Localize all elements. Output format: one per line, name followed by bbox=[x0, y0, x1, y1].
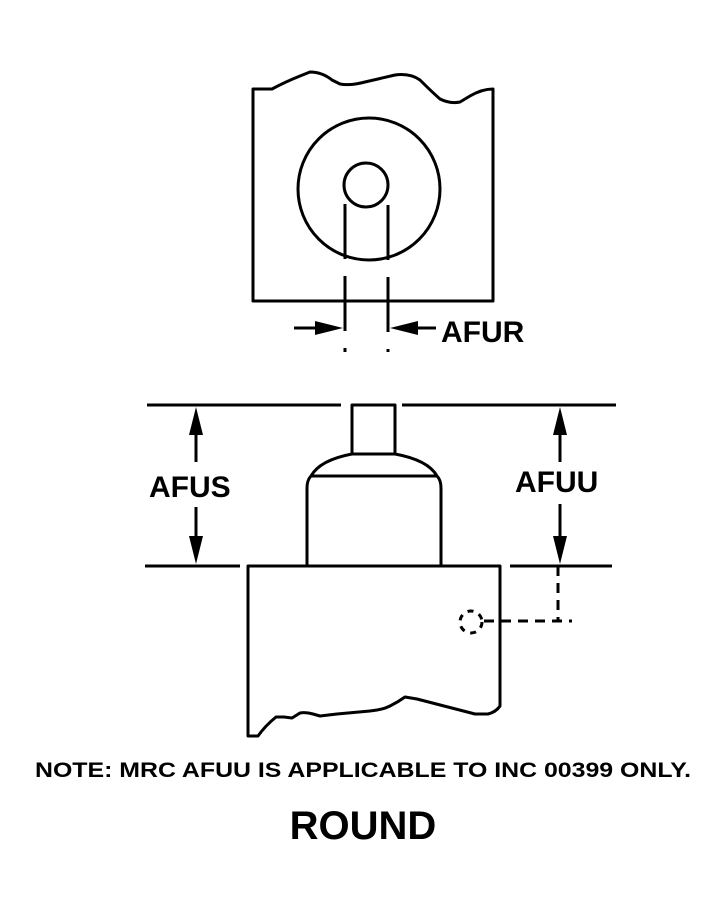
afur-arrowhead-right bbox=[390, 321, 418, 335]
afus-arrowhead-up bbox=[189, 407, 203, 435]
top-view-plate bbox=[251, 70, 495, 303]
top-view: AFUR bbox=[251, 70, 525, 352]
afuu-label: AFUU bbox=[515, 466, 598, 499]
side-view: AFUS AFUU bbox=[145, 403, 616, 738]
insulator-body bbox=[305, 474, 443, 566]
afur-label: AFUR bbox=[441, 316, 525, 349]
afus-arrowhead-down bbox=[189, 536, 203, 564]
diagram-title: ROUND bbox=[290, 804, 437, 848]
insulator-dome bbox=[309, 452, 439, 477]
hidden-mounting-hole bbox=[458, 609, 484, 635]
afuu-arrowhead-up bbox=[553, 407, 567, 435]
afus-label: AFUS bbox=[149, 471, 231, 504]
terminal-pin-circle bbox=[342, 161, 390, 209]
terminal-pin bbox=[350, 403, 397, 456]
afur-arrowhead-left bbox=[315, 321, 343, 335]
outer-ring bbox=[296, 116, 442, 262]
applicability-note: NOTE: MRC AFUU IS APPLICABLE TO INC 0039… bbox=[35, 759, 691, 782]
afuu-arrowhead-down bbox=[553, 536, 567, 564]
housing-block bbox=[246, 564, 502, 738]
